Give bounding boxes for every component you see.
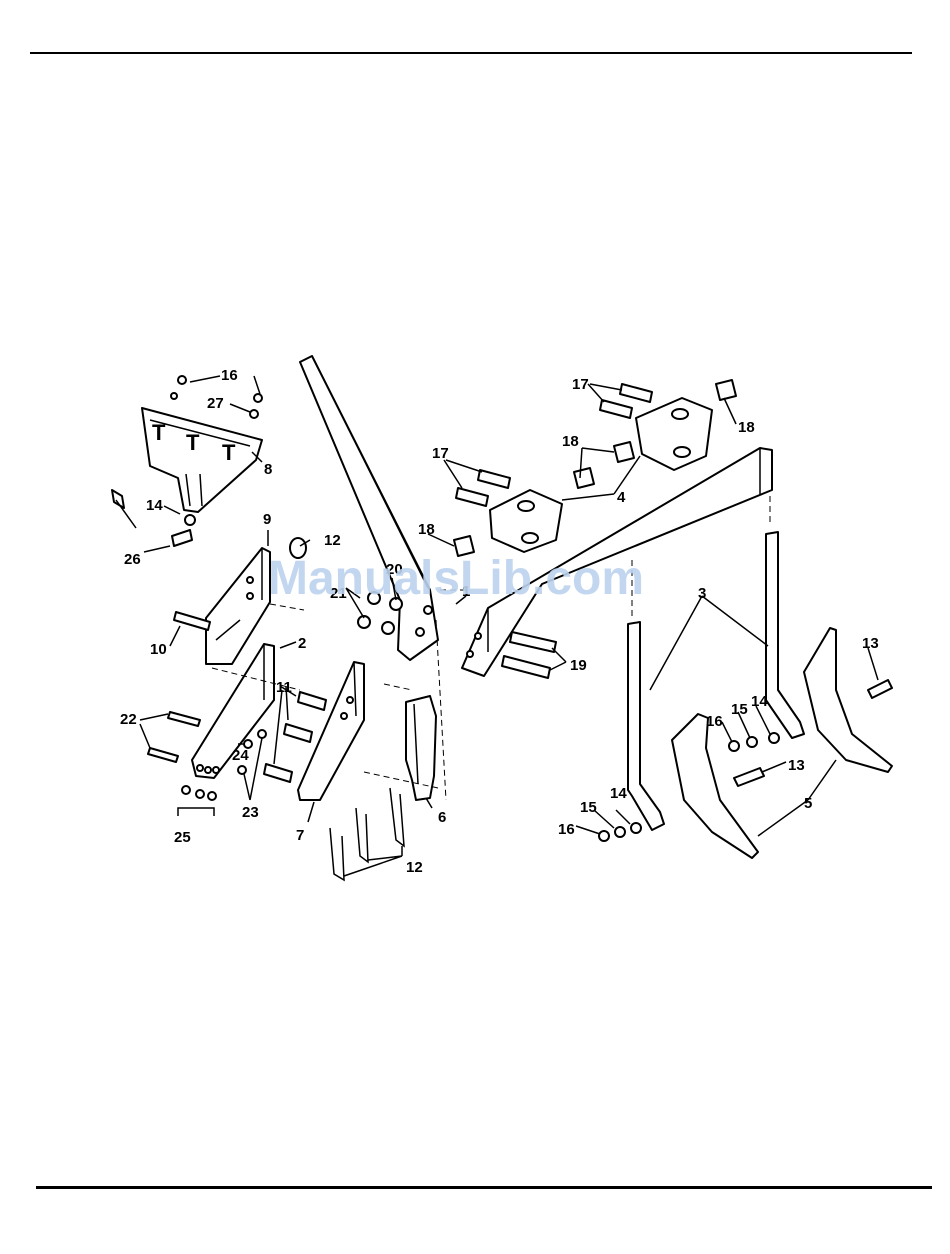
callout-18-center: 18 [562, 433, 579, 450]
callout-14-right: 14 [751, 693, 768, 710]
callout-16-lower: 16 [558, 821, 575, 838]
callout-9: 9 [263, 511, 271, 528]
callout-24: 24 [232, 747, 249, 764]
callout-11: 11 [276, 679, 292, 696]
callout-16-right: 16 [706, 713, 723, 730]
callout-12-top: 12 [324, 532, 341, 549]
bottom-rule [36, 1186, 932, 1189]
callout-12-bottom: 12 [406, 859, 423, 876]
callout-17-left: 17 [432, 445, 449, 462]
svg-text:T: T [152, 420, 166, 445]
frame-arm-part [300, 356, 438, 660]
callout-25: 25 [174, 829, 191, 846]
callout-13-right: 13 [862, 635, 879, 652]
svg-text:T: T [186, 430, 200, 455]
callout-18-left: 18 [418, 521, 435, 538]
callout-7: 7 [296, 827, 304, 844]
callout-15-lower: 15 [580, 799, 597, 816]
watermark: ManualsLib.com [268, 552, 644, 605]
callout-5: 5 [804, 795, 812, 812]
hitch-plate-part: T T T [112, 376, 262, 546]
callout-19: 19 [570, 657, 587, 674]
callout-26: 26 [124, 551, 141, 568]
callout-17-right: 17 [572, 376, 589, 393]
callout-3: 3 [698, 585, 706, 602]
callout-27: 27 [207, 395, 224, 412]
main-frame-tube [440, 380, 772, 678]
callout-14-lower: 14 [610, 785, 627, 802]
callout-16-top: 16 [221, 367, 238, 384]
callout-18-right: 18 [738, 419, 755, 436]
callout-23: 23 [242, 804, 259, 821]
callout-22: 22 [120, 711, 137, 728]
callout-6: 6 [438, 809, 446, 826]
callout-4: 4 [617, 489, 626, 506]
callout-10: 10 [150, 641, 167, 658]
callout-15-right: 15 [731, 701, 748, 718]
callout-2: 2 [298, 635, 306, 652]
callout-8: 8 [264, 461, 272, 478]
svg-text:T: T [222, 440, 236, 465]
callout-14-left: 14 [146, 497, 163, 514]
callout-13-lower: 13 [788, 757, 805, 774]
